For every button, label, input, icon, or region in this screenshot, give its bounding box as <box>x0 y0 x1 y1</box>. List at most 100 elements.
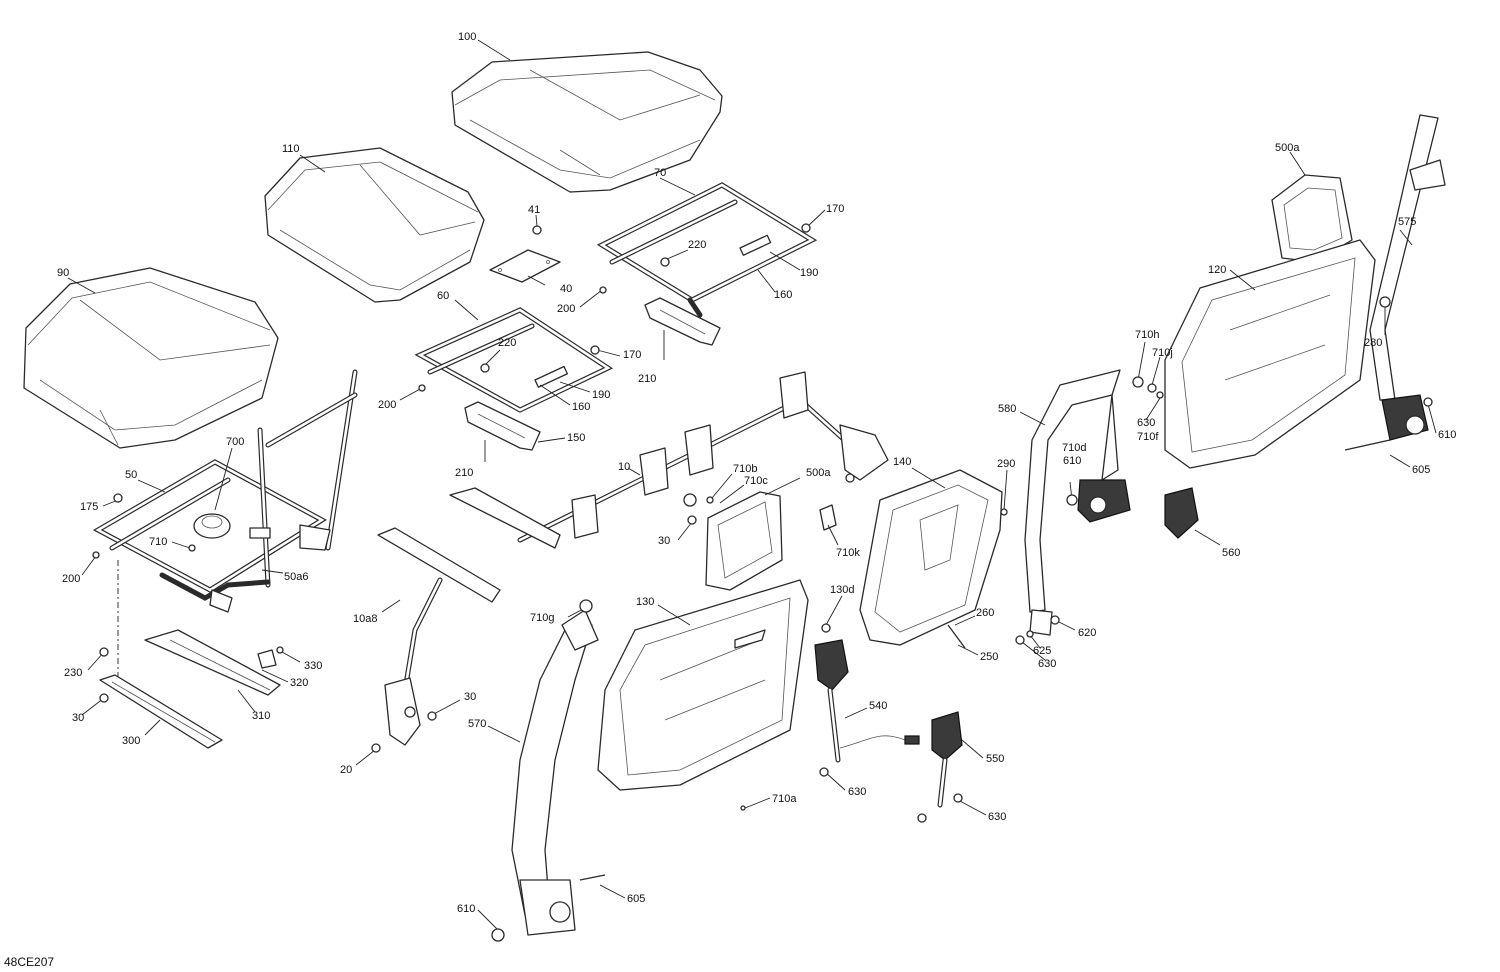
callout-710k: 710k <box>836 547 860 559</box>
callout-41: 41 <box>528 204 540 216</box>
callout-610: 610 <box>1438 429 1456 441</box>
rail-310 <box>144 629 281 696</box>
slide-rail-bracket-210a <box>644 297 721 360</box>
callout-210: 210 <box>638 373 656 385</box>
callout-620: 620 <box>1078 627 1096 639</box>
callout-710d: 710d <box>1062 442 1086 454</box>
callout-310: 310 <box>252 710 270 722</box>
nut-41 <box>532 225 542 235</box>
callout-10a8: 10a8 <box>353 613 377 625</box>
callout-625: 625 <box>1033 645 1051 657</box>
cross-tube-10 <box>449 371 889 549</box>
callout-300: 300 <box>122 735 140 747</box>
rail-300 <box>99 674 223 749</box>
callout-330: 330 <box>304 660 322 672</box>
callout-605: 605 <box>627 893 645 905</box>
callout-190: 190 <box>800 267 818 279</box>
seat-belt-570 <box>511 609 599 936</box>
callout-550: 550 <box>986 753 1004 765</box>
callout-200: 200 <box>557 303 575 315</box>
callout-175: 175 <box>80 501 98 513</box>
seat-cushion-100 <box>451 51 723 193</box>
callout-630: 630 <box>988 811 1006 823</box>
headrest-500a-right <box>1271 174 1353 263</box>
callout-30: 30 <box>464 691 476 703</box>
callout-710b: 710b <box>733 463 757 475</box>
callout-290: 290 <box>997 458 1015 470</box>
callout-500a: 500a <box>1275 142 1300 154</box>
callout-100: 100 <box>458 31 476 43</box>
seat-cushion-90 <box>23 267 279 449</box>
buckle-550 <box>931 711 963 808</box>
callout-30: 30 <box>72 712 84 724</box>
buckle-540 <box>814 639 920 763</box>
callout-710a: 710a <box>772 793 797 805</box>
clip-710k <box>819 504 837 531</box>
callout-70: 70 <box>654 167 666 179</box>
callout-160: 160 <box>774 289 792 301</box>
callout-50a6: 50a6 <box>284 571 308 583</box>
slide-rail-bracket-150 <box>464 401 541 462</box>
callout-200: 200 <box>378 399 396 411</box>
callout-700: 700 <box>226 436 244 448</box>
callout-130d: 130d <box>830 584 854 596</box>
callout-610: 610 <box>457 903 475 915</box>
callout-10: 10 <box>618 461 630 473</box>
callout-605: 605 <box>1412 464 1430 476</box>
callout-170: 170 <box>623 349 641 361</box>
callout-90: 90 <box>57 267 69 279</box>
callout-710g: 710g <box>530 612 554 624</box>
callout-500a: 500a <box>806 467 831 479</box>
access-plate-40 <box>489 249 561 283</box>
callout-120: 120 <box>1208 264 1226 276</box>
callout-710: 710 <box>149 536 167 548</box>
callout-710c: 710c <box>744 475 768 487</box>
latch-560 <box>1164 487 1199 539</box>
callout-130: 130 <box>636 596 654 608</box>
callout-560: 560 <box>1222 547 1240 559</box>
slide-frame-70 <box>596 182 818 318</box>
callout-200: 200 <box>62 573 80 585</box>
callout-30: 30 <box>658 535 670 547</box>
callout-20: 20 <box>340 764 352 776</box>
callout-575: 575 <box>1398 216 1416 228</box>
callout-50: 50 <box>125 469 137 481</box>
fasteners <box>92 223 1433 942</box>
callout-260: 260 <box>976 607 994 619</box>
callout-190: 190 <box>592 389 610 401</box>
backrest-140 <box>859 469 1003 646</box>
slide-frame-60 <box>414 307 614 413</box>
callout-220: 220 <box>688 239 706 251</box>
callout-110: 110 <box>282 143 300 155</box>
headrest-500a-center <box>705 491 783 591</box>
callout-220: 220 <box>498 337 516 349</box>
support-arm-10a8 <box>377 527 501 746</box>
seat-base-frame-50 <box>92 369 358 613</box>
callout-60: 60 <box>437 290 449 302</box>
callout-630: 630 <box>1038 658 1056 670</box>
callout-570: 570 <box>468 718 486 730</box>
callout-160: 160 <box>572 401 590 413</box>
callout-170: 170 <box>826 203 844 215</box>
backrest-130 <box>597 579 809 791</box>
callout-280: 280 <box>1364 337 1382 349</box>
callout-230: 230 <box>64 667 82 679</box>
callout-140: 140 <box>893 456 911 468</box>
seat-belt-580 <box>1024 369 1131 636</box>
backrest-120 <box>1164 239 1376 469</box>
callout-40: 40 <box>560 283 572 295</box>
callout-630: 630 <box>1137 417 1155 429</box>
reference-code: 48CE207 <box>4 955 54 969</box>
callout-710f: 710f <box>1137 431 1159 443</box>
callout-labels: 100 110 90 41 40 200 70 170 220 190 160 … <box>57 31 1456 915</box>
seat-belt-575 <box>1369 114 1446 441</box>
callout-710h: 710h <box>1135 329 1159 341</box>
leader-lines <box>67 39 1437 931</box>
callout-580: 580 <box>998 403 1016 415</box>
callout-150: 150 <box>567 432 585 444</box>
callout-630: 630 <box>848 786 866 798</box>
callout-610: 610 <box>1063 455 1081 467</box>
callout-320: 320 <box>290 677 308 689</box>
seat-cushion-110 <box>264 147 485 303</box>
